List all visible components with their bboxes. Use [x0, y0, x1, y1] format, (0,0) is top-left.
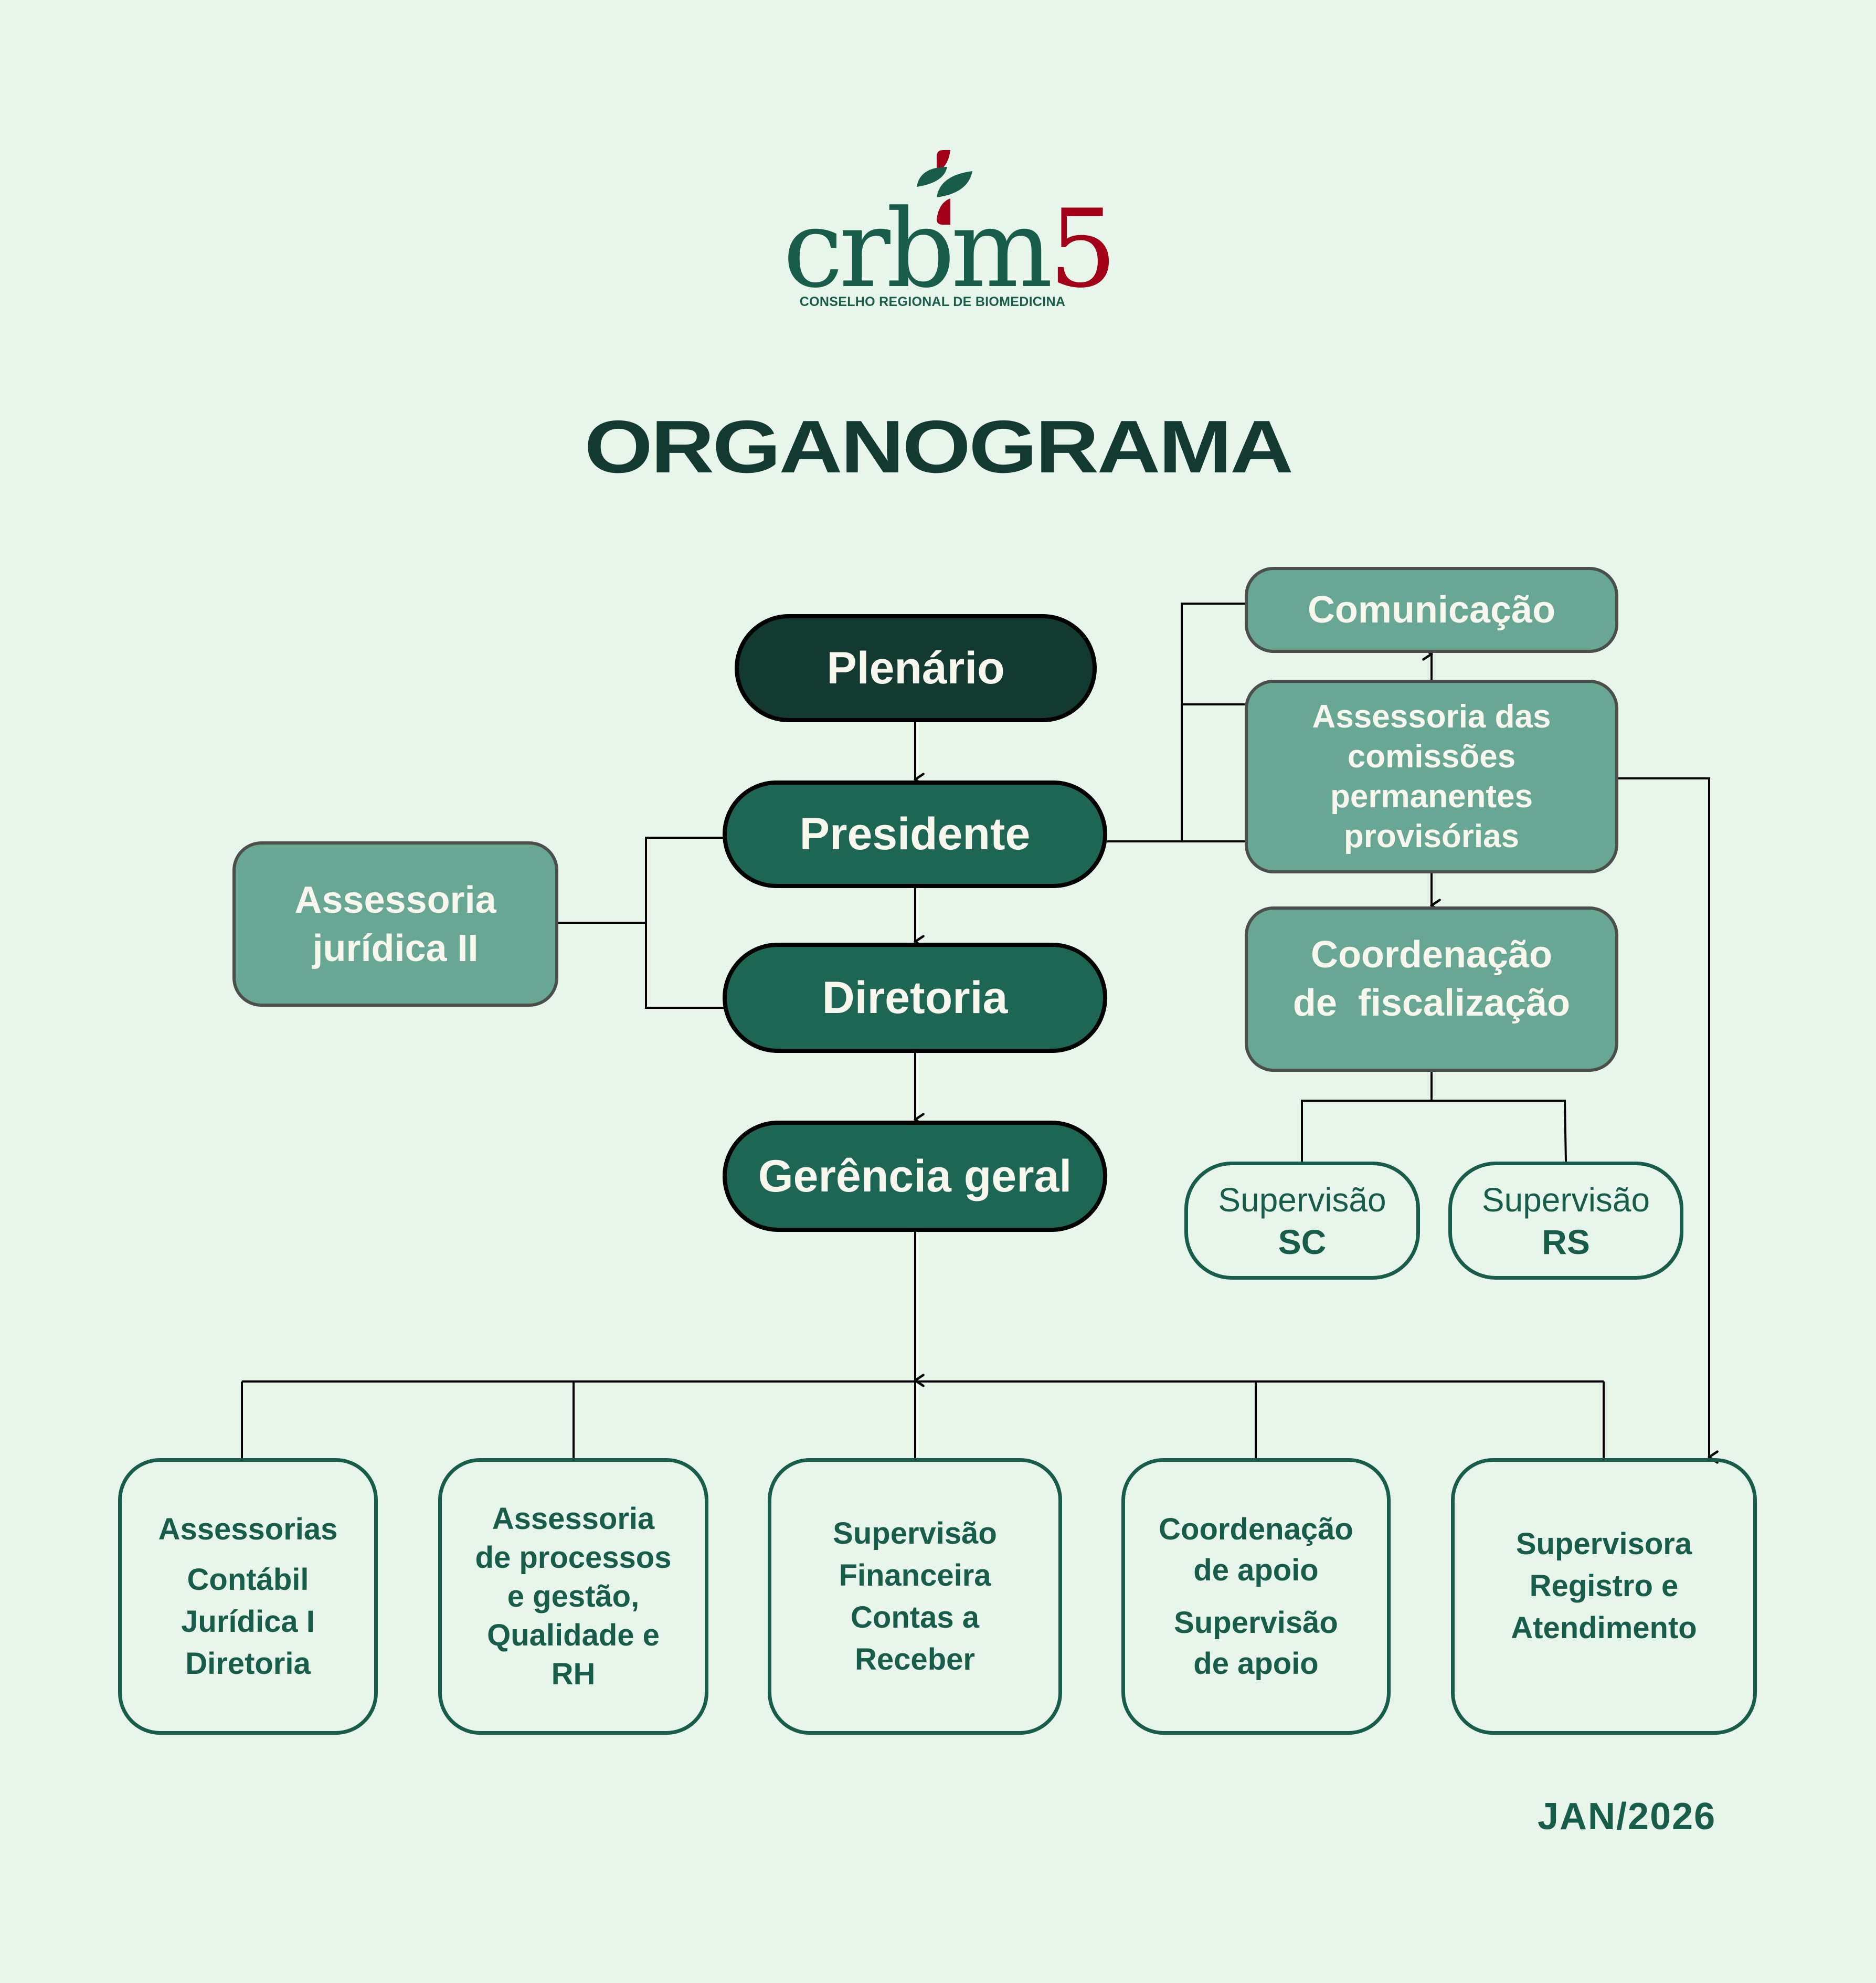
logo-subtitle: CONSELHO REGIONAL DE BIOMEDICINA — [799, 294, 1066, 309]
unit-label-line: Registro e — [1529, 1568, 1679, 1603]
node-supervisao-rs: Supervisão RS — [1448, 1162, 1683, 1280]
unit-label-line: Coordenação — [1159, 1512, 1353, 1546]
cross-leaf-icon — [917, 150, 972, 225]
node-label-line: de fiscalização — [1292, 982, 1571, 1024]
node-label-line: Assessoria — [294, 879, 496, 921]
unit-supervisora-registro: Supervisora Registro e Atendimento — [1451, 1458, 1757, 1735]
page-title: ORGANOGRAMA — [584, 405, 1294, 489]
node-gerencia-geral: Gerência geral — [723, 1121, 1107, 1232]
connector-right-bracket — [1181, 603, 1245, 841]
node-assessoria-comissoes: Assessoria das comissões permanentes pro… — [1245, 680, 1618, 873]
node-label: Diretoria — [822, 972, 1008, 1023]
date-label: JAN/2026 — [1538, 1796, 1716, 1838]
unit-label-line: Diretoria — [185, 1646, 311, 1681]
node-supervisao-sc: Supervisão SC — [1184, 1162, 1420, 1280]
node-comunicacao: Comunicação — [1245, 567, 1618, 653]
unit-label-line: Supervisão — [833, 1516, 997, 1550]
node-label-line: Supervisão — [1481, 1180, 1650, 1219]
node-label: Plenário — [826, 642, 1005, 693]
unit-label-line: Assessoria — [492, 1501, 655, 1536]
unit-label-line: Receber — [855, 1642, 975, 1676]
logo-wordmark: crbm5 — [783, 196, 1117, 303]
node-coordenacao-fiscalizacao: Coordenação de fiscalização — [1245, 906, 1618, 1072]
unit-label-line: Atendimento — [1511, 1610, 1697, 1645]
node-label-line: comissões — [1347, 738, 1516, 775]
unit-label-line: e gestão, — [507, 1579, 640, 1613]
unit-label-line: de apoio — [1193, 1553, 1319, 1587]
unit-label-line: Supervisora — [1515, 1526, 1692, 1561]
node-region: SC — [1278, 1222, 1327, 1261]
node-label-line: Supervisão — [1218, 1180, 1386, 1219]
logo-number: 5 — [1048, 187, 1117, 312]
unit-label-line: Contábil — [187, 1562, 309, 1597]
unit-label-line: de apoio — [1193, 1646, 1319, 1681]
unit-label-line: de processos — [475, 1540, 672, 1575]
connector-sup-bar — [1301, 1100, 1567, 1162]
node-label-line: provisórias — [1343, 818, 1520, 855]
node-presidente: Presidente — [723, 780, 1107, 888]
unit-assessorias: Assessorias Contábil Jurídica I Diretori… — [118, 1458, 378, 1735]
unit-supervisao-financeira: Supervisão Financeira Contas a Receber — [768, 1458, 1062, 1735]
logo-letters: crbm — [783, 187, 1053, 312]
unit-label-line: Qualidade e — [487, 1618, 660, 1652]
unit-label-line: RH — [551, 1657, 596, 1691]
node-label: Presidente — [799, 809, 1031, 859]
node-label-line: permanentes — [1330, 778, 1533, 815]
node-label-line: Coordenação — [1310, 933, 1553, 976]
unit-label-line: Jurídica I — [181, 1604, 315, 1639]
unit-label-line: Assessorias — [158, 1512, 338, 1546]
connector-left-bracket — [645, 837, 732, 1009]
unit-label-line: Financeira — [839, 1558, 991, 1592]
node-plenario: Plenário — [735, 614, 1097, 722]
node-diretoria: Diretoria — [723, 943, 1107, 1053]
connector-comissoes-registro — [1618, 777, 1709, 1457]
unit-label-line: Contas a — [851, 1600, 979, 1634]
node-assessoria-juridica-ii: Assessoria jurídica II — [232, 841, 558, 1007]
node-label: Gerência geral — [758, 1151, 1072, 1201]
node-label-line: Assessoria das — [1312, 698, 1551, 735]
unit-assessoria-processos: Assessoria de processos e gestão, Qualid… — [438, 1458, 708, 1735]
unit-coordenacao-apoio: Coordenação de apoio Supervisão de apoio — [1121, 1458, 1391, 1735]
node-region: RS — [1542, 1222, 1590, 1261]
node-label-line: jurídica II — [312, 927, 479, 969]
node-label: Comunicação — [1307, 589, 1556, 631]
unit-label-line: Supervisão — [1174, 1605, 1338, 1640]
